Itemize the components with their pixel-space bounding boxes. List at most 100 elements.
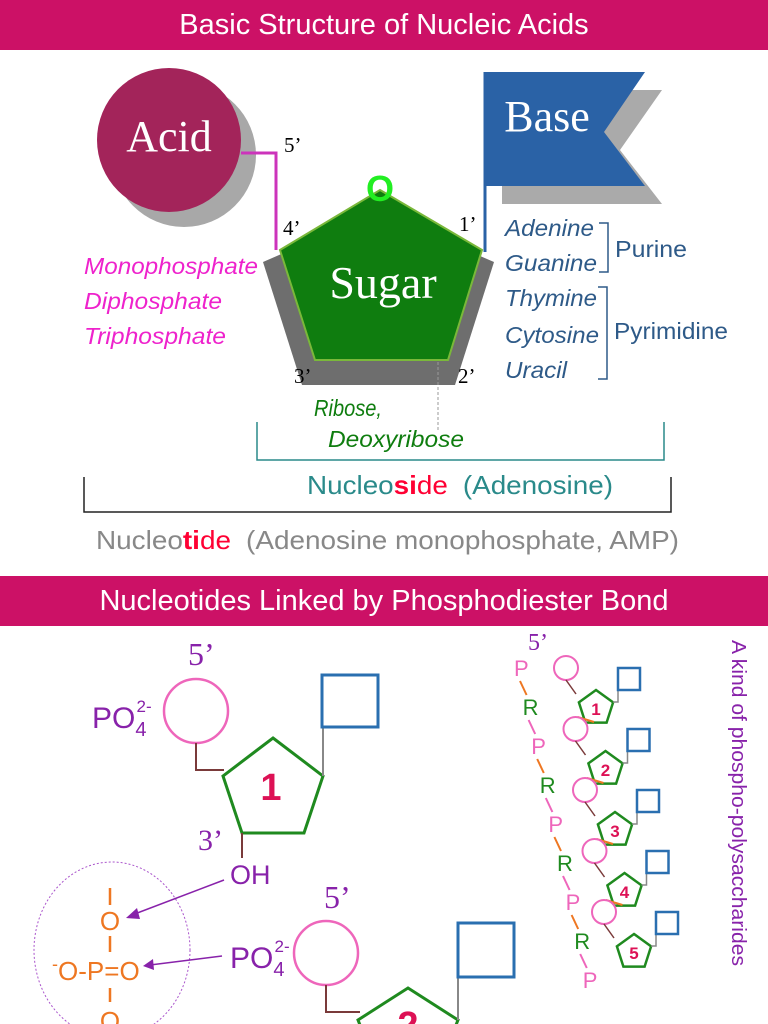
chain-circle-sugar-link: [565, 679, 577, 695]
nt2-base-square: [456, 921, 516, 979]
nucleotide-bracket: [83, 477, 672, 513]
pyrimidine-base: Thymine: [505, 285, 597, 311]
nt1-po: PO: [92, 702, 135, 735]
base-label: Base: [504, 92, 590, 141]
nt2-po: PO: [230, 942, 273, 975]
nt2-circle-sugar-link: [325, 985, 360, 1013]
sugar-name: Deoxyribose: [328, 426, 464, 452]
acid-circle: [97, 68, 241, 212]
chain-backbone-bond: [570, 914, 580, 930]
chain-backbone-bond: [544, 797, 554, 813]
position-5-prime: 5’: [284, 133, 302, 157]
phosphate-item: Monophosphate: [84, 253, 258, 279]
purine-base: Adenine: [503, 215, 594, 241]
position-2-prime: 2’: [458, 364, 476, 388]
chain-sugar-pentagon: [615, 932, 653, 968]
pd-top-oxygen: O: [100, 906, 120, 936]
chain-phosphate-circle: [562, 716, 589, 742]
nt1-five-prime: 5’: [188, 636, 215, 672]
nucleoside-suffix: de: [417, 470, 448, 500]
chain-base-link: [622, 751, 629, 764]
chain-phosphate-circle: [553, 655, 579, 681]
oh-arrow-head: [126, 908, 140, 919]
nt2-phosphate: PO42-: [230, 937, 290, 981]
chain-number: 1: [591, 700, 600, 719]
nt2-phosphate-circle: [292, 919, 360, 987]
position-3-prime: 3’: [294, 364, 312, 388]
chain-ribose-letter: R: [574, 929, 590, 954]
chain-circle-sugar-link: [593, 862, 606, 878]
chain-sugar-pentagon: [596, 810, 634, 846]
chain-ribose-letter: R: [540, 773, 556, 798]
nt2-number: 2: [397, 1005, 418, 1024]
nucleotide-suffix: de: [200, 525, 231, 555]
chain-phosphate-circle: [591, 899, 617, 925]
chain-phosphate-letter: P: [583, 968, 598, 993]
chain-phosphate-letter: P: [531, 734, 546, 759]
purine-group-label: Purine: [615, 236, 687, 262]
nt1-hydroxyl: OH: [230, 860, 271, 890]
pd-phosphorus: P: [87, 956, 104, 986]
nt1-circle-sugar-link: [195, 743, 224, 771]
oh-arrow: [131, 879, 225, 916]
nucleoside-bracket: [256, 422, 665, 461]
chain-base-link: [632, 812, 638, 825]
chain-phosphate-letter: P: [548, 812, 563, 837]
acid-sugar-bond: [241, 151, 278, 250]
nt1-charge: 2-: [136, 697, 151, 716]
chain-base-square: [626, 727, 651, 753]
pyrimidine-base: Uracil: [505, 357, 568, 383]
chain-base-square: [616, 666, 642, 692]
chain-base-square: [654, 910, 680, 936]
phosphate-item: Diphosphate: [84, 288, 222, 314]
chain-sugar-pentagon: [586, 749, 625, 785]
chain-number: 5: [629, 944, 638, 963]
sugar-label: Sugar: [329, 257, 436, 308]
pd-left-oxygen: O: [58, 956, 78, 986]
nucleoside-prefix: Nucleo: [307, 470, 394, 500]
chain-ribose-letter: R: [557, 851, 573, 876]
chain-sugar-pentagon: [577, 688, 615, 724]
po4-arrow-head: [143, 959, 154, 970]
chain-phosphate-letter: P: [514, 656, 529, 681]
chain-backbone-bond: [579, 953, 588, 969]
pd-right-oxygen: O: [119, 956, 139, 986]
pyrimidine-base: Cytosine: [505, 322, 599, 348]
chain-base-square: [645, 849, 670, 875]
pd-minus: -: [52, 954, 58, 974]
purine-base: Guanine: [505, 250, 597, 276]
chain-backbone-bond: [527, 719, 537, 735]
chain-base-square: [635, 788, 661, 814]
position-1-prime: 1’: [459, 212, 477, 236]
chain-sugar-pentagon: [605, 871, 644, 907]
pyrimidine-group-label: Pyrimidine: [614, 318, 728, 344]
phosphodiester-ellipse: [33, 861, 191, 1024]
nt1-sugar-pentagon: [221, 736, 325, 835]
purine-bracket: [599, 222, 609, 273]
base-flag: [484, 72, 645, 186]
chain-number: 4: [620, 883, 630, 902]
chain-circle-sugar-link: [574, 740, 587, 756]
ring-oxygen: O: [366, 168, 394, 209]
nt2-charge: 2-: [274, 937, 289, 956]
nt1-base-square: [320, 673, 380, 729]
chain-number: 3: [610, 822, 619, 841]
top-title-banner: Basic Structure of Nucleic Acids: [0, 0, 768, 50]
bottom-title: Nucleotides Linked by Phosphodiester Bon…: [99, 585, 669, 617]
sugar-name: Ribose,: [314, 395, 382, 421]
phosphate-item: Triphosphate: [84, 323, 226, 349]
chain-backbone-bond: [536, 758, 545, 774]
bottom-title-banner: Nucleotides Linked by Phosphodiester Bon…: [0, 576, 768, 626]
chain-side-text: A kind of phospho-polysaccharides: [727, 640, 749, 966]
pd-dash: -: [78, 956, 87, 986]
nt1-phosphate: PO42-: [92, 697, 152, 741]
nucleotide-example: (Adenosine monophosphate, AMP): [246, 525, 679, 555]
pd-double-bond: =: [104, 956, 119, 986]
chain-phosphate-circle: [572, 777, 598, 803]
chain-phosphate-letter: P: [566, 890, 581, 915]
